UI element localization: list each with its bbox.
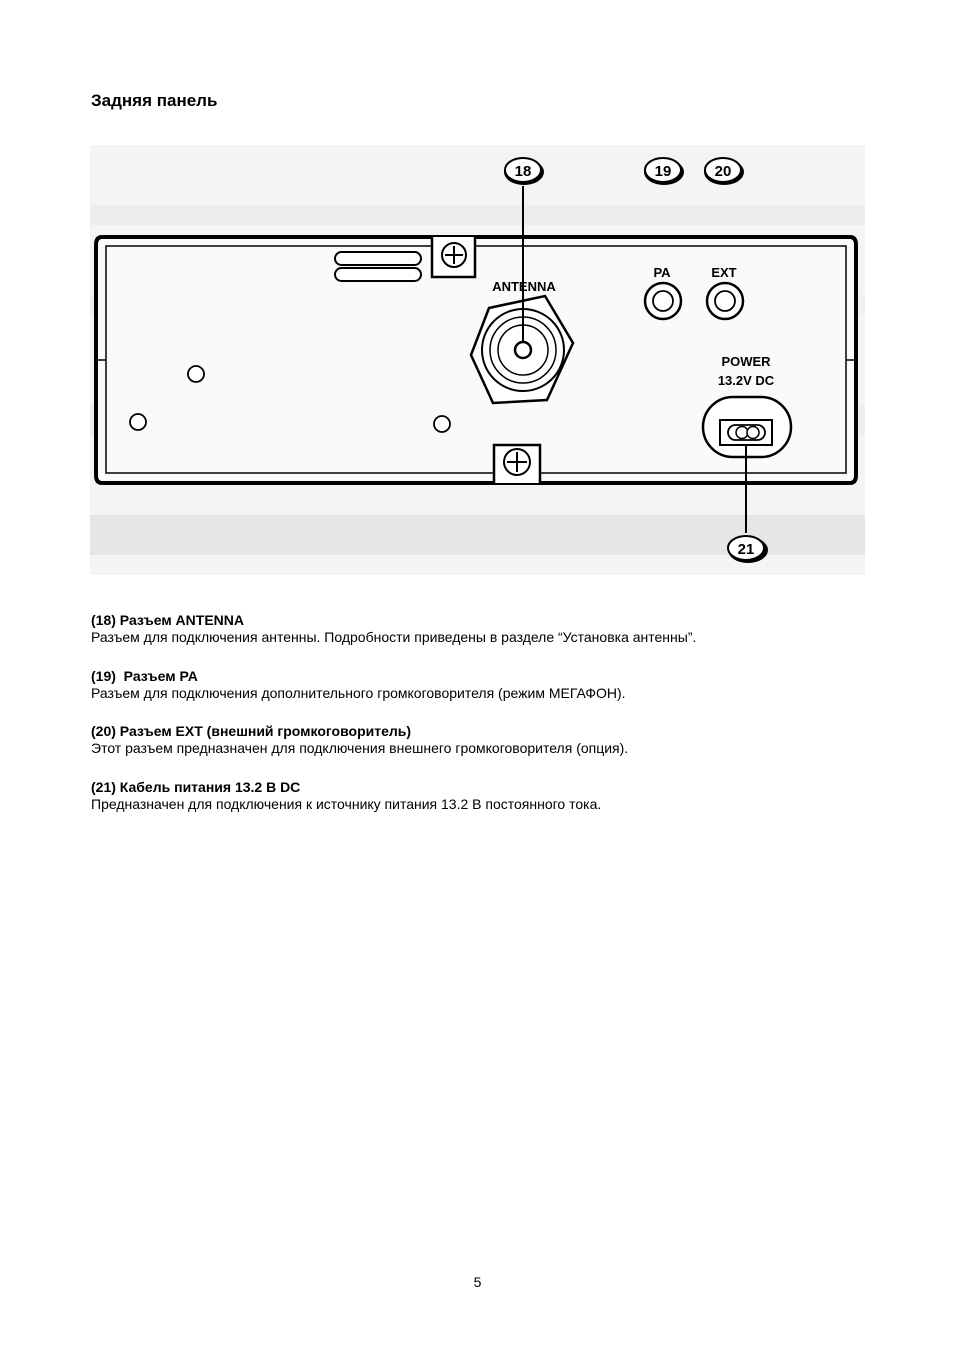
vent-slot (334, 251, 422, 266)
section-ext: (20) Разъем EXT (внешний громкоговорител… (91, 723, 871, 757)
callout-20-number: 20 (715, 163, 732, 180)
antenna-connector-icon (469, 294, 575, 405)
section-heading: (18) Разъем ANTENNA (91, 612, 245, 628)
callout-18: 18 (504, 157, 544, 185)
section-heading: (19) Разъем PA (91, 668, 198, 684)
callout-20: 20 (704, 157, 744, 185)
antenna-label: ANTENNA (492, 279, 556, 294)
section-text: Предназначен для подключения к источнику… (91, 796, 602, 812)
rear-panel-figure: ANTENNA PA EXT POWER 13.2V DC (90, 145, 865, 575)
section-power: (21) Кабель питания 13.2 В DC Предназнач… (91, 779, 871, 813)
background-band (90, 205, 865, 225)
callout-19-number: 19 (655, 163, 672, 180)
power-label: POWER (721, 354, 771, 369)
section-text: Этот разъем предназначен для подключения… (91, 740, 629, 756)
section-antenna: (18) Разъем ANTENNA Разъем для подключен… (91, 612, 871, 646)
ext-label: EXT (711, 265, 736, 280)
section-heading: (21) Кабель питания 13.2 В DC (91, 779, 301, 795)
mounting-hole-icon (129, 413, 147, 431)
page-title: Задняя панель (91, 91, 218, 110)
section-text: Разъем для подключения дополнительного г… (91, 685, 626, 701)
section-pa: (19) Разъем PA Разъем для подключения до… (91, 668, 871, 702)
section-text: Разъем для подключения антенны. Подробно… (91, 629, 697, 645)
jack-icon (643, 281, 683, 321)
panel-inner-outline (105, 245, 847, 474)
screw-icon (503, 448, 531, 476)
mounting-hole-icon (187, 365, 205, 383)
power-cable-icon (701, 395, 793, 459)
callout-18-number: 18 (515, 163, 532, 180)
pa-label: PA (653, 265, 671, 280)
callout-19: 19 (644, 157, 684, 185)
page-number: 5 (473, 1274, 482, 1290)
callout-21-number: 21 (738, 541, 755, 558)
voltage-label: 13.2V DC (718, 373, 775, 388)
mounting-hole-icon (433, 415, 451, 433)
vent-slot (334, 267, 422, 282)
rear-panel-diagram: ANTENNA PA EXT POWER 13.2V DC (90, 145, 865, 575)
jack-icon (705, 281, 745, 321)
screw-icon (441, 242, 467, 268)
callout-21: 21 (727, 535, 768, 563)
section-heading: (20) Разъем EXT (внешний громкоговорител… (91, 723, 412, 739)
